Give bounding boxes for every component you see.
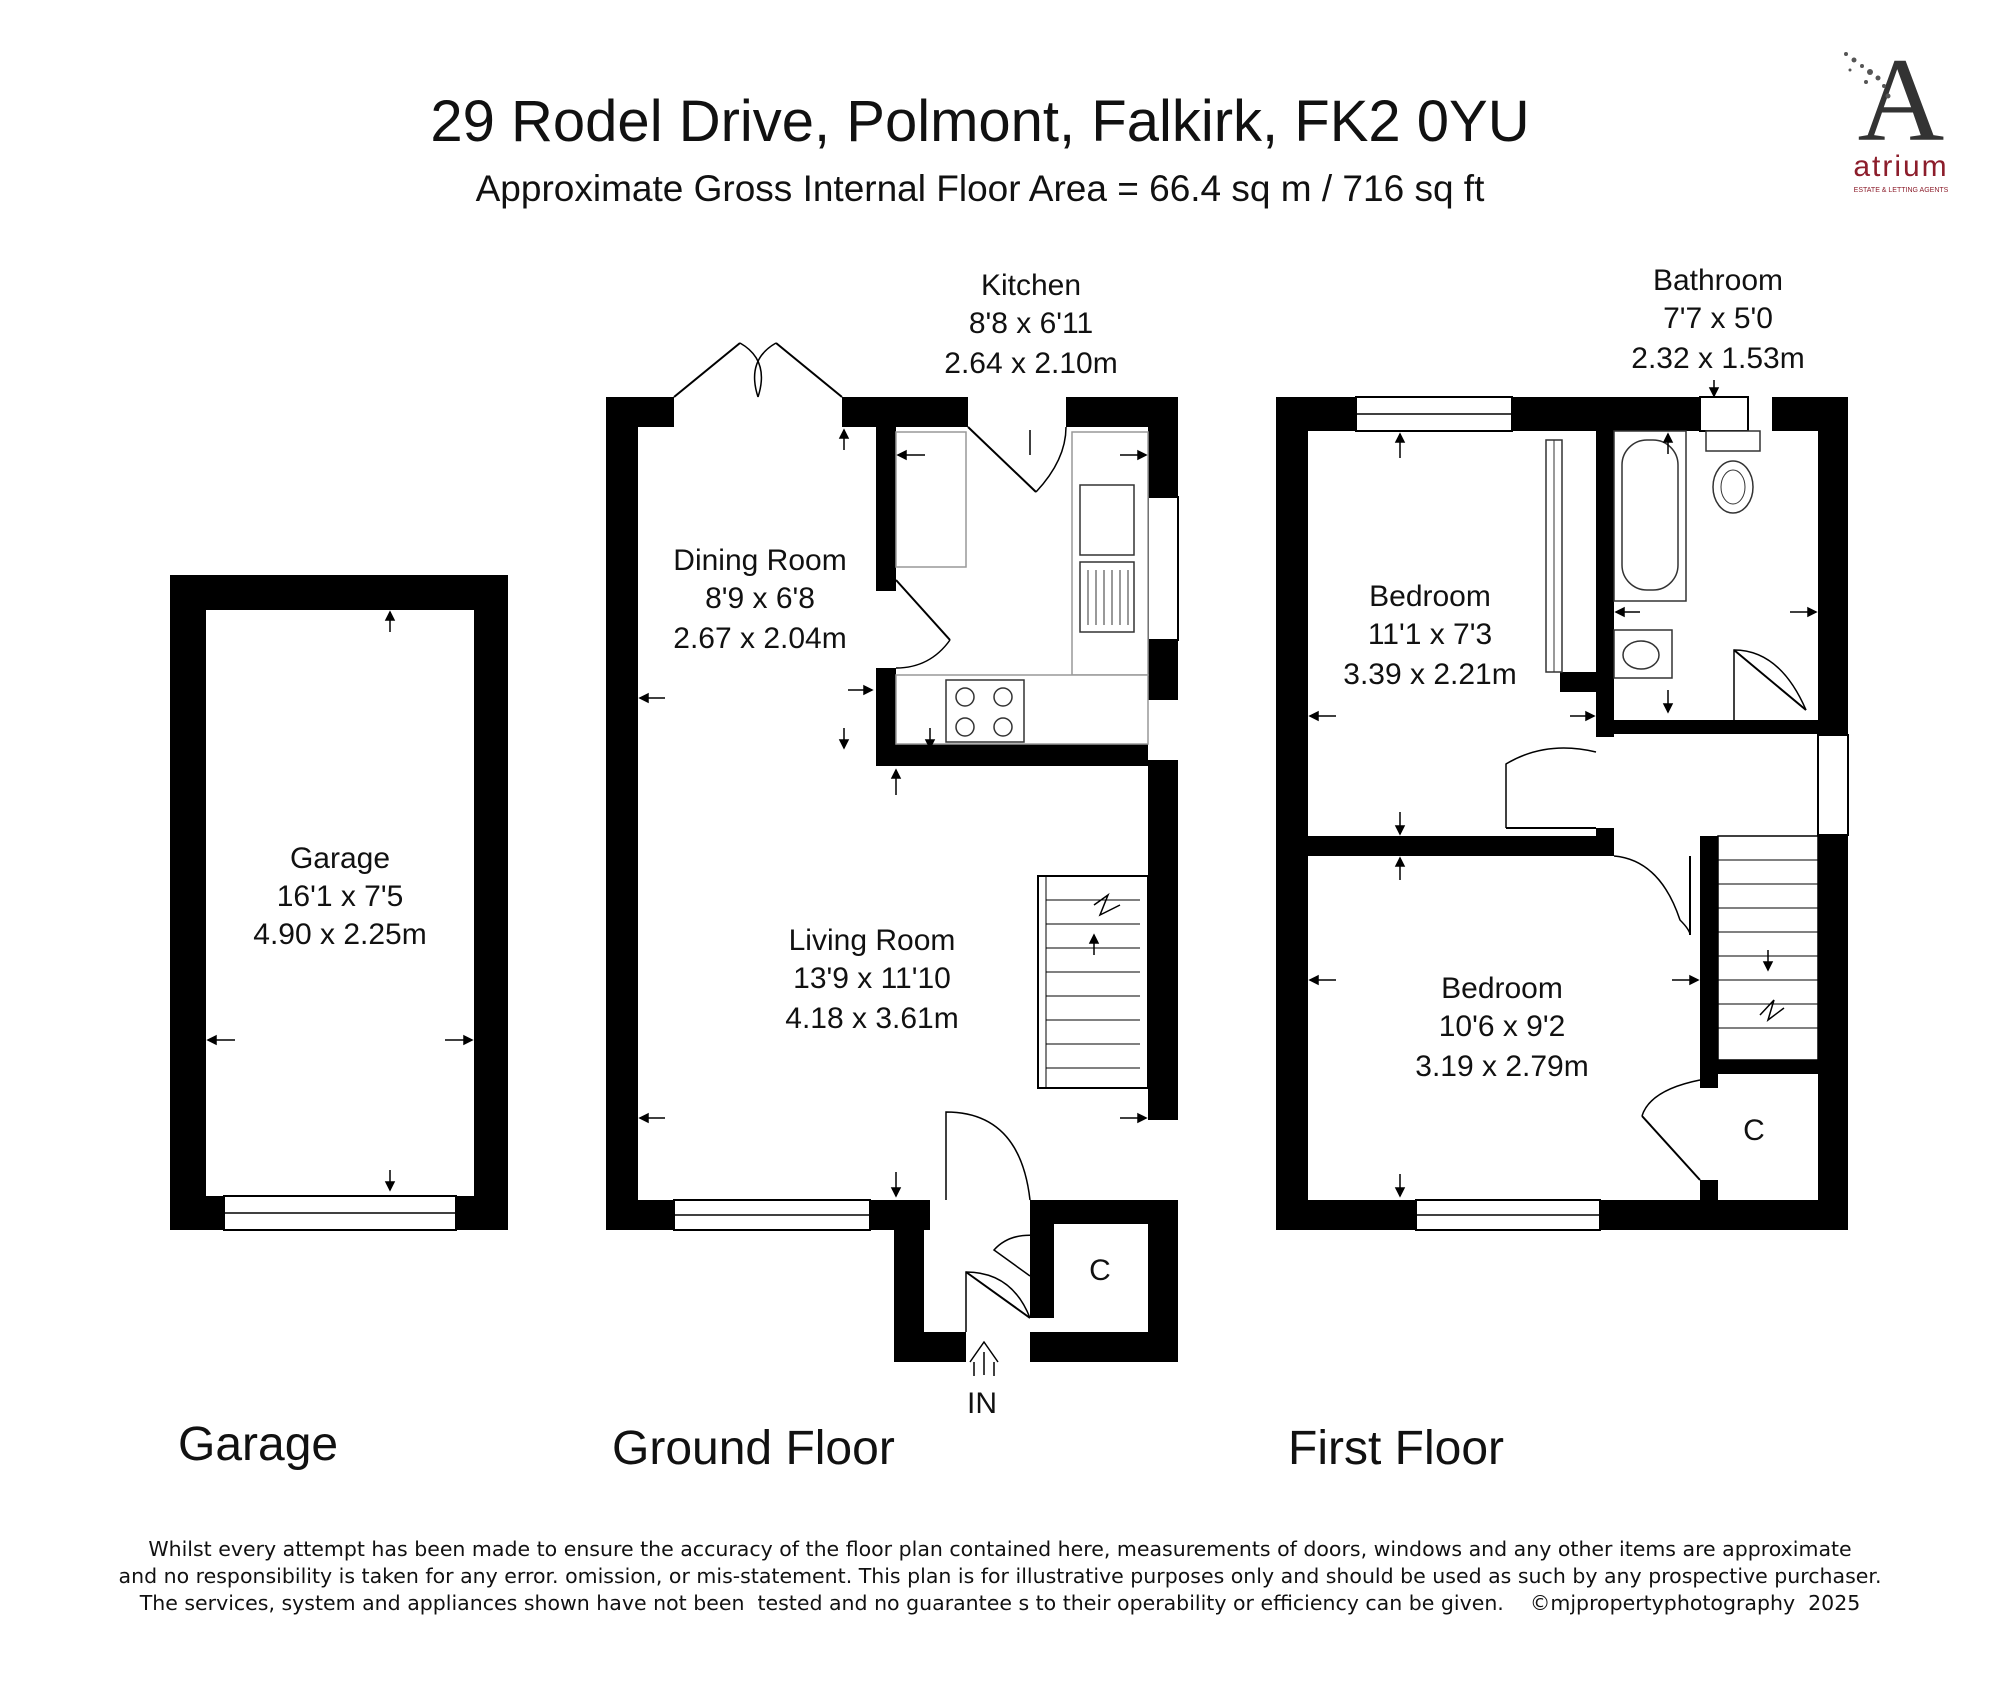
living-room-metric: 4.18 x 3.61m [785, 1002, 958, 1035]
bathroom-room-imperial: 7'7 x 5'0 [1663, 302, 1773, 335]
ground-floor-label: Ground Floor [612, 1422, 895, 1475]
bedroom-two-imperial: 10'6 x 9'2 [1439, 1010, 1566, 1043]
dining-room-metric: 2.67 x 2.04m [673, 622, 846, 655]
garage-plan: Garage 16'1 x 7'5 4.90 x 2.25m [170, 575, 508, 1231]
page-title: 29 Rodel Drive, Polmont, Falkirk, FK2 0Y… [430, 89, 1530, 154]
garage-room-imperial: 16'1 x 7'5 [277, 880, 404, 913]
garage-walls [170, 575, 508, 1230]
kitchen-room-metric: 2.64 x 2.10m [944, 347, 1117, 380]
dining-room-imperial: 8'9 x 6'8 [705, 582, 815, 615]
living-room-name: Living Room [789, 924, 956, 957]
bedroom-one-metric: 3.39 x 2.21m [1343, 658, 1516, 691]
garage-room-metric: 4.90 x 2.25m [253, 918, 426, 951]
ground-cupboard-label: C [1089, 1254, 1111, 1287]
kitchen-room-imperial: 8'8 x 6'11 [969, 307, 1093, 340]
bedroom-one-imperial: 11'1 x 7'3 [1368, 618, 1492, 651]
entrance-label: IN [967, 1387, 997, 1420]
atrium-logo: A atrium ESTATE & LETTING AGENTS [1826, 33, 1976, 210]
living-room-imperial: 13'9 x 11'10 [793, 962, 951, 995]
logo-name: atrium [1853, 150, 1948, 183]
garage-room-name: Garage [290, 842, 390, 875]
bathroom-room-metric: 2.32 x 1.53m [1631, 342, 1804, 375]
floor-area-subtitle: Approximate Gross Internal Floor Area = … [475, 168, 1485, 209]
ground-floor-plan: Kitchen 8'8 x 6'11 2.64 x 2.10m Dining R… [606, 269, 1179, 1420]
garage-floor-label: Garage [178, 1418, 338, 1471]
first-floor-label: First Floor [1288, 1422, 1504, 1475]
dining-room-name: Dining Room [673, 544, 846, 577]
disclaimer-line-1: Whilst every attempt has been made to en… [148, 1537, 1852, 1561]
bedroom-two-name: Bedroom [1441, 972, 1563, 1005]
logo-mark-icon: A atrium ESTATE & LETTING AGENTS [1844, 33, 1949, 194]
disclaimer: Whilst every attempt has been made to en… [0, 1536, 2000, 1617]
logo-letter: A [1858, 40, 1945, 166]
disclaimer-line-2: and no responsibility is taken for any e… [118, 1564, 1882, 1588]
logo-tagline: ESTATE & LETTING AGENTS [1854, 187, 1949, 194]
bedroom-two-metric: 3.19 x 2.79m [1415, 1050, 1588, 1083]
kitchen-room-name: Kitchen [981, 269, 1081, 302]
bedroom-one-name: Bedroom [1369, 580, 1491, 613]
first-cupboard-label: C [1743, 1114, 1765, 1147]
bathroom-room-name: Bathroom [1653, 264, 1783, 297]
first-floor-plan: Bathroom 7'7 x 5'0 2.32 x 1.53m Bedroom … [1276, 264, 1849, 1231]
disclaimer-line-3: The services, system and appliances show… [139, 1591, 1861, 1615]
